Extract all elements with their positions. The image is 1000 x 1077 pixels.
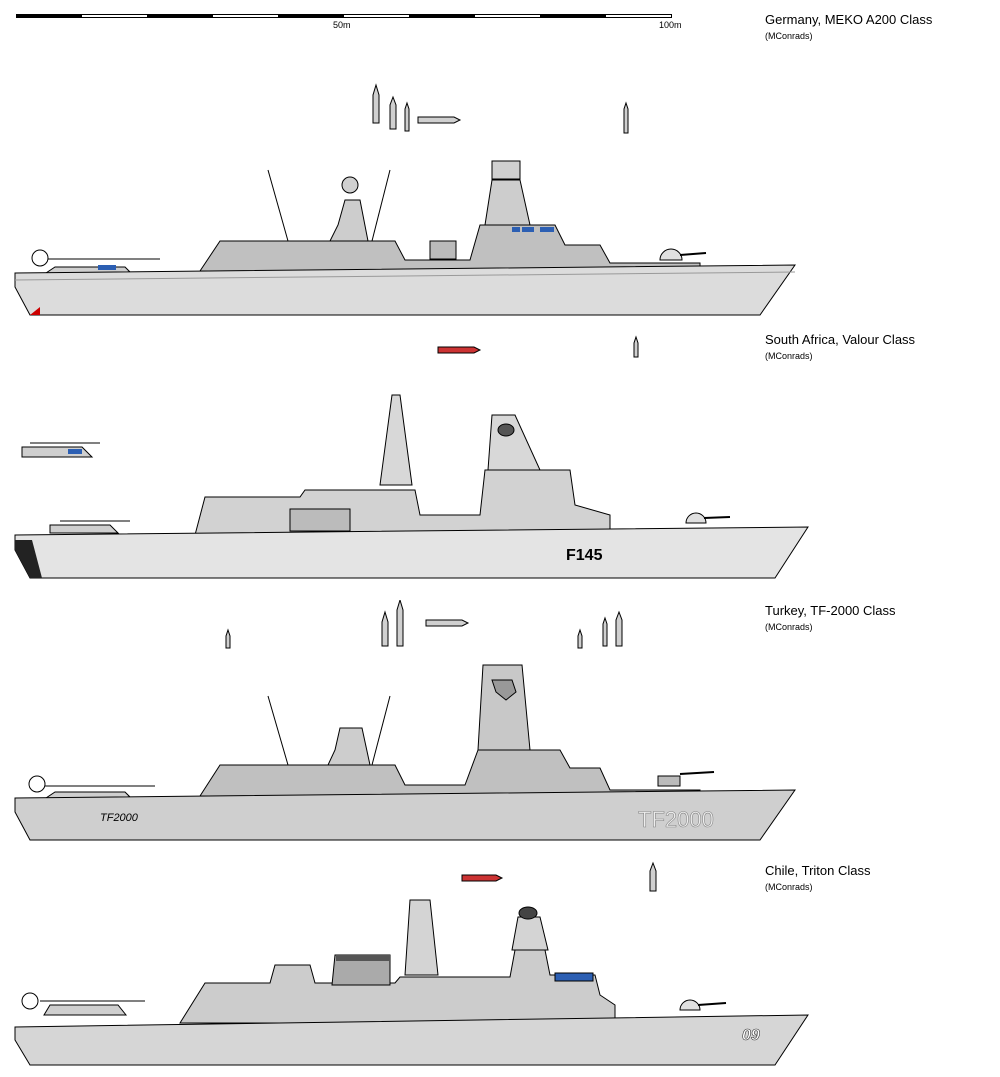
mast-fore <box>487 414 541 471</box>
hull-number: F145 <box>566 547 603 564</box>
ship-drawing-meko-a200 <box>14 83 796 316</box>
ship-title: Germany, MEKO A200 Class <box>765 12 933 27</box>
mast-lattice <box>379 394 413 486</box>
mast-fore <box>477 664 531 751</box>
radar-icon <box>491 160 521 180</box>
antenna-whip <box>371 695 391 766</box>
antenna-whip <box>267 169 289 242</box>
ship-credit: (MConrads) <box>765 351 813 361</box>
antenna-whip <box>371 169 391 242</box>
stern-marking: TF2000 <box>100 812 139 824</box>
gun-turret-icon <box>657 775 681 787</box>
mast-fore <box>404 899 439 976</box>
helicopter-icon <box>49 520 130 534</box>
ship-drawing-tf2000: TF2000 TF2000 <box>14 600 796 841</box>
ship-title: South Africa, Valour Class <box>765 332 916 347</box>
ship-credit: (MConrads) <box>765 882 813 892</box>
mast-fore <box>484 179 531 226</box>
helicopter-icon <box>21 992 145 1016</box>
scale-segment <box>540 14 606 18</box>
hull <box>14 264 796 316</box>
helicopter-icon <box>21 442 100 458</box>
caption-valour: South Africa, Valour Class (MConrads) <box>765 332 915 362</box>
stern-band <box>15 540 42 578</box>
missile-icons <box>372 83 629 134</box>
propeller-icon <box>30 307 40 315</box>
scale-segment <box>278 14 344 18</box>
scale-label-100m: 100m <box>659 20 682 30</box>
caption-triton: Chile, Triton Class (MConrads) <box>765 863 870 893</box>
superstructure <box>179 949 616 1024</box>
launcher-cells <box>429 240 457 260</box>
radar-icon <box>497 423 515 437</box>
radar-panel-icon <box>491 679 517 701</box>
mast-aft <box>329 199 369 242</box>
boat-bay <box>289 508 351 532</box>
caption-tf2000: Turkey, TF-2000 Class (MConrads) <box>765 603 896 633</box>
missile-icons <box>461 861 657 892</box>
radar-icon <box>518 906 538 920</box>
scale-label-50m: 50m <box>333 20 351 30</box>
hull <box>14 526 809 579</box>
gun-turret-icon <box>685 512 707 524</box>
ship-drawing-triton: 09 <box>14 861 809 1066</box>
gun-turret-icon <box>679 999 701 1011</box>
mast-aft <box>327 727 371 766</box>
ship-credit: (MConrads) <box>765 31 813 41</box>
ship-title: Chile, Triton Class <box>765 863 871 878</box>
missile-icons <box>225 600 623 649</box>
scale-segment <box>409 14 475 18</box>
scale-segment <box>147 14 213 18</box>
hull-number: TF2000 <box>638 807 714 832</box>
bridge-windows <box>554 972 594 982</box>
mast-aft <box>511 916 549 951</box>
ship-drawing-valour: F145 <box>14 335 809 579</box>
superstructure <box>199 224 701 272</box>
ship-title: Turkey, TF-2000 Class <box>765 603 896 618</box>
hull-number: 09 <box>742 1027 760 1044</box>
hull <box>14 789 796 841</box>
gun-turret-icon <box>659 248 683 261</box>
radar-dome-icon <box>341 176 359 194</box>
ship-credit: (MConrads) <box>765 622 813 632</box>
scale-bar: 50m 100m <box>16 14 682 40</box>
caption-meko-a200: Germany, MEKO A200 Class (MConrads) <box>765 12 932 42</box>
hull <box>14 1014 809 1066</box>
antenna-whip <box>267 695 289 766</box>
superstructure <box>199 749 701 797</box>
scale-segment <box>16 14 82 18</box>
missile-icons <box>437 335 639 358</box>
